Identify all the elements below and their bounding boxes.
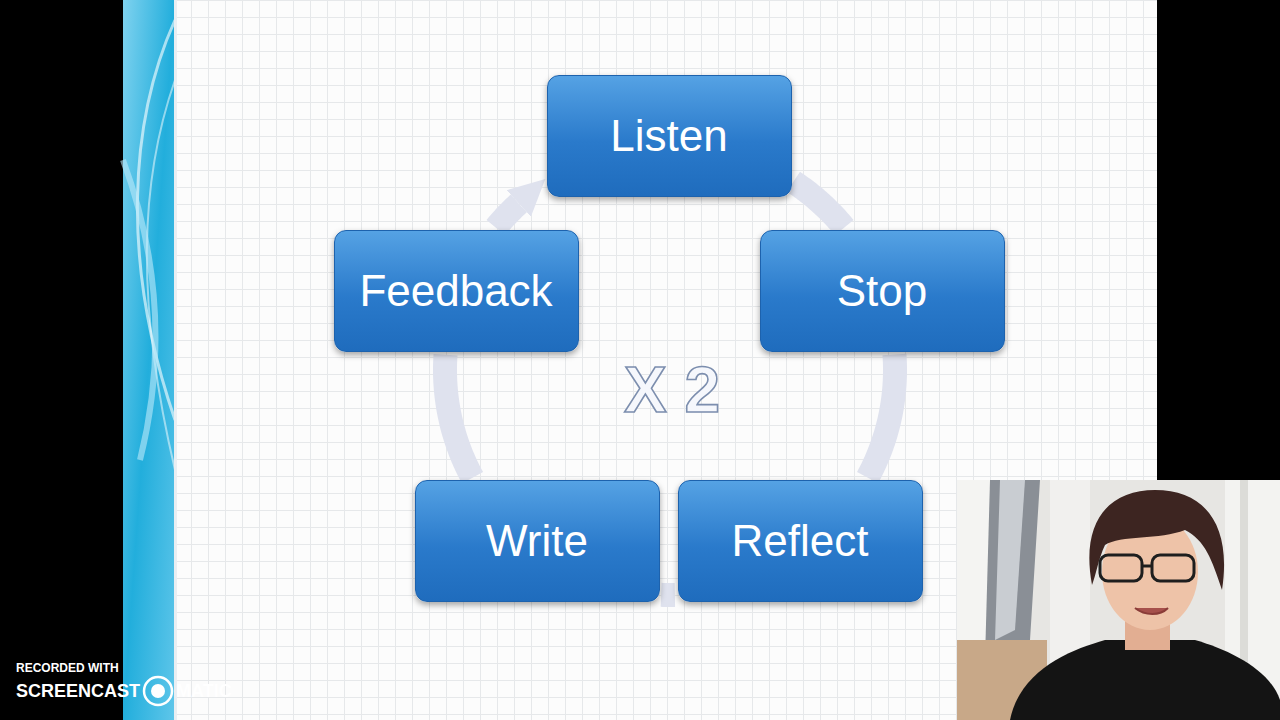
watermark-brand: MATIC: [176, 681, 232, 702]
cycle-step-box: Stop: [760, 230, 1005, 352]
step-label: Feedback: [359, 266, 552, 317]
cycle-step-box: Feedback: [334, 230, 579, 352]
cycle-ring-segment: [868, 355, 895, 478]
cycle-ring-segment: [793, 182, 844, 228]
cycle-ring-segment: [445, 355, 473, 478]
watermark-text: RECORDED WITH: [16, 661, 119, 675]
cycle-ring-segment: [496, 203, 519, 227]
step-label: Reflect: [732, 516, 869, 567]
cycle-step-box: Write: [415, 480, 660, 602]
cycle-step-box: Reflect: [678, 480, 923, 602]
cycle-step-box: Listen: [547, 75, 792, 197]
side-band: [123, 0, 177, 720]
watermark-brand: SCREENCAST: [16, 681, 140, 702]
step-label: Write: [486, 516, 588, 567]
cycle-ring-segment: [661, 583, 675, 607]
screencast-logo: [144, 677, 172, 705]
repeat-count: X 2: [624, 353, 720, 427]
step-label: Stop: [837, 266, 928, 317]
webcam-picture: [957, 480, 1280, 720]
step-label: Listen: [610, 111, 727, 162]
